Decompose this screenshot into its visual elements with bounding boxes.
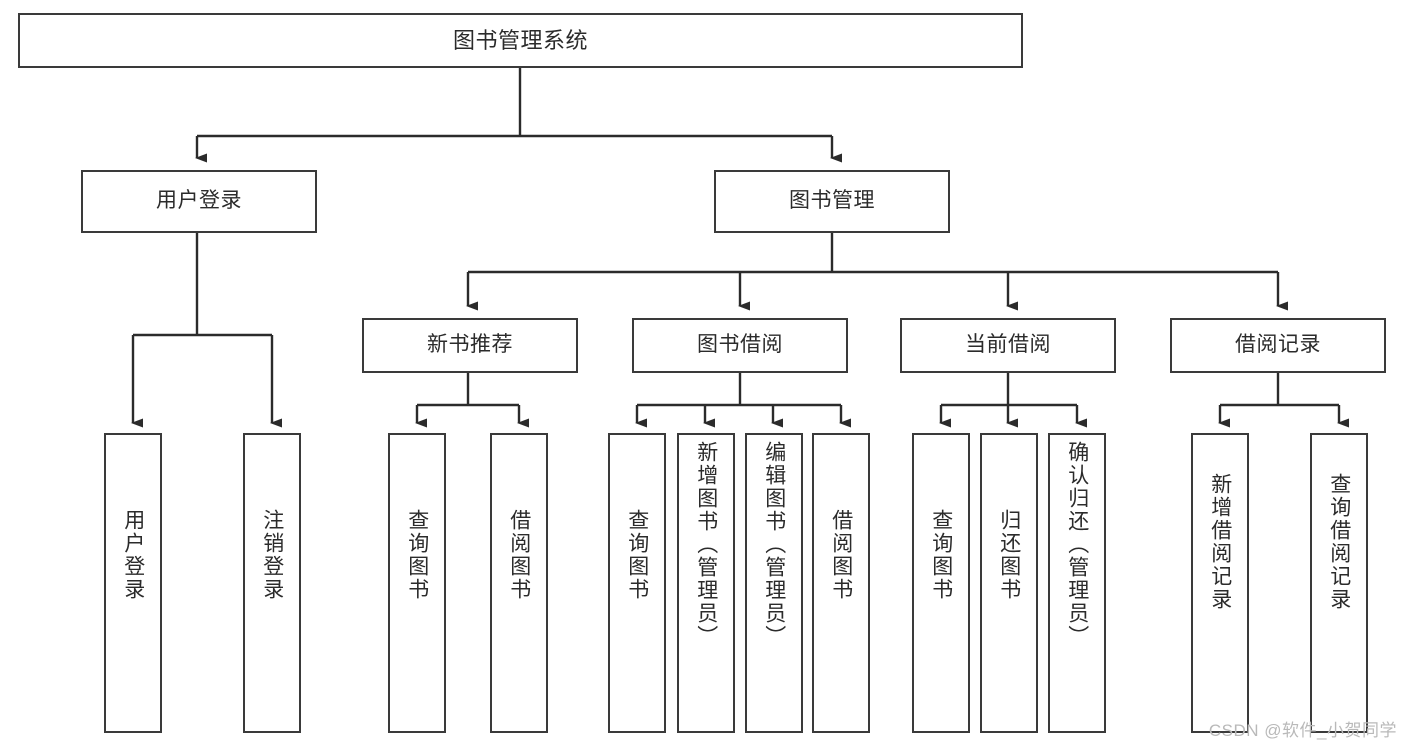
leaf-current-borrow-return-book[interactable]: 归还图书 [980,433,1038,733]
node-label: 新增借阅记录 [1208,473,1232,611]
node-label: 查询图书 [405,509,429,601]
node-label: 用户登录 [121,509,145,601]
leaf-user-login-logout[interactable]: 注销登录 [243,433,301,733]
node-label: 借阅图书 [829,509,853,601]
node-book-borrow[interactable]: 图书借阅 [632,318,848,373]
leaf-book-borrow-edit-book[interactable]: 编辑图书（管理员） [745,433,803,733]
node-label: 新书推荐 [427,333,513,357]
node-user-login[interactable]: 用户登录 [81,170,317,233]
leaf-book-borrow-query-book[interactable]: 查询图书 [608,433,666,733]
node-label: 图书管理系统 [452,27,588,53]
node-label: 编辑图书（管理员） [762,441,786,648]
node-label: 借阅图书 [507,509,531,601]
node-label: 查询借阅记录 [1327,473,1351,611]
node-label: 图书借阅 [697,333,783,357]
node-book-management[interactable]: 图书管理 [714,170,950,233]
node-root-system[interactable]: 图书管理系统 [18,13,1023,68]
leaf-current-borrow-query-book[interactable]: 查询图书 [912,433,970,733]
node-label: 归还图书 [997,509,1021,601]
node-label: 当前借阅 [965,333,1051,357]
node-label: 确认归还（管理员） [1065,441,1089,648]
leaf-new-book-borrow-book[interactable]: 借阅图书 [490,433,548,733]
node-label: 注销登录 [260,509,284,601]
node-label: 图书管理 [789,189,875,213]
leaf-borrow-record-query-record[interactable]: 查询借阅记录 [1310,433,1368,733]
leaf-new-book-query-book[interactable]: 查询图书 [388,433,446,733]
leaf-user-login-login[interactable]: 用户登录 [104,433,162,733]
node-label: 借阅记录 [1235,333,1321,357]
watermark-text: CSDN @软件_小贺同学 [1208,721,1397,740]
node-label: 查询图书 [929,509,953,601]
node-new-book-recommend[interactable]: 新书推荐 [362,318,578,373]
leaf-book-borrow-add-book[interactable]: 新增图书（管理员） [677,433,735,733]
node-label: 查询图书 [625,509,649,601]
node-current-borrow[interactable]: 当前借阅 [900,318,1116,373]
node-borrow-record[interactable]: 借阅记录 [1170,318,1386,373]
leaf-book-borrow-borrow-book[interactable]: 借阅图书 [812,433,870,733]
node-label: 用户登录 [156,189,242,213]
node-label: 新增图书（管理员） [694,441,718,648]
leaf-borrow-record-add-record[interactable]: 新增借阅记录 [1191,433,1249,733]
leaf-current-borrow-confirm-return[interactable]: 确认归还（管理员） [1048,433,1106,733]
